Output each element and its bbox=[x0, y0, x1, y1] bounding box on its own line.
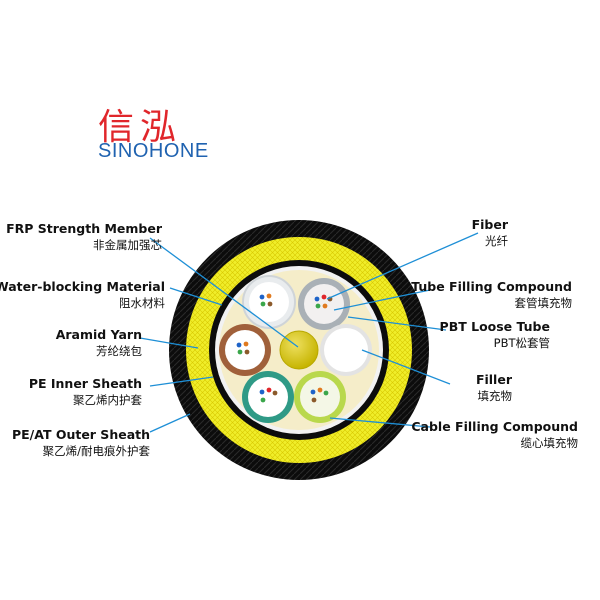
loose-tube-bottom-left bbox=[242, 371, 294, 423]
leader-aramid bbox=[139, 337, 199, 349]
leader-tube-filling bbox=[333, 289, 431, 311]
label-pbt-loose-tube: PBT Loose Tube PBT松套管 bbox=[440, 318, 550, 352]
label-pe-inner-en: PE Inner Sheath bbox=[28, 376, 142, 391]
loose-tube-bottom-right bbox=[294, 371, 346, 423]
leader-frp bbox=[149, 237, 299, 348]
label-pbt-tube-cn: PBT松套管 bbox=[493, 336, 550, 350]
label-pe-inner-cn: 聚乙烯内护套 bbox=[73, 393, 142, 407]
leader-cable-filling bbox=[329, 417, 431, 428]
label-pe-inner-sheath: PE Inner Sheath 聚乙烯内护套 bbox=[29, 375, 142, 409]
leader-pbt-tube bbox=[347, 316, 447, 331]
leader-filler bbox=[361, 349, 451, 385]
label-cable-filling-cn: 缆心填充物 bbox=[520, 436, 579, 450]
label-cable-filling-compound: Cable Filling Compound 缆心填充物 bbox=[411, 418, 578, 452]
label-tube-filling-cn: 套管填充物 bbox=[514, 296, 573, 310]
label-fiber-en: Fiber bbox=[471, 217, 508, 232]
label-filler-cn: 填充物 bbox=[477, 389, 513, 403]
label-fiber: Fiber 光纤 bbox=[472, 216, 508, 250]
label-water-blocking-en: Water-blocking Material bbox=[0, 279, 165, 294]
label-fiber-cn: 光纤 bbox=[485, 234, 508, 248]
label-tube-filling-en: Tube Filling Compound bbox=[411, 279, 572, 294]
label-pe-at-outer-sheath: PE/AT Outer Sheath 聚乙烯/耐电痕外护套 bbox=[12, 426, 150, 460]
loose-tube-right-filler bbox=[320, 324, 372, 376]
label-aramid-cn: 芳纶绕包 bbox=[96, 344, 142, 358]
label-pbt-tube-en: PBT Loose Tube bbox=[439, 319, 550, 334]
label-frp-en: FRP Strength Member bbox=[6, 221, 162, 236]
label-filler: Filler 填充物 bbox=[476, 371, 512, 405]
label-pe-at-outer-cn: 聚乙烯/耐电痕外护套 bbox=[42, 444, 150, 458]
loose-tube-top-right bbox=[298, 278, 350, 330]
leader-pe-inner bbox=[149, 376, 214, 387]
label-tube-filling-compound: Tube Filling Compound 套管填充物 bbox=[411, 278, 572, 312]
logo-english: SINOHONE bbox=[98, 140, 209, 162]
logo-chinese: 信泓 bbox=[98, 107, 183, 148]
loose-tube-top-left bbox=[242, 275, 296, 329]
label-aramid-yarn: Aramid Yarn 芳纶绕包 bbox=[56, 326, 142, 360]
leader-lines bbox=[139, 232, 479, 433]
label-frp-strength-member: FRP Strength Member 非金属加强芯 bbox=[6, 220, 162, 254]
label-cable-filling-en: Cable Filling Compound bbox=[411, 419, 578, 434]
leader-pe-at-outer bbox=[149, 413, 191, 433]
frp-strength-member bbox=[279, 330, 319, 370]
label-filler-en: Filler bbox=[475, 372, 512, 387]
label-water-blocking-cn: 阻水材料 bbox=[119, 296, 165, 310]
label-pe-at-outer-en: PE/AT Outer Sheath bbox=[11, 427, 150, 442]
label-frp-cn: 非金属加强芯 bbox=[93, 238, 162, 252]
label-aramid-en: Aramid Yarn bbox=[55, 327, 142, 342]
leader-water-blocking bbox=[169, 287, 223, 306]
loose-tube-left bbox=[219, 324, 271, 376]
label-water-blocking-material: Water-blocking Material 阻水材料 bbox=[0, 278, 165, 312]
leader-fiber bbox=[326, 232, 479, 300]
